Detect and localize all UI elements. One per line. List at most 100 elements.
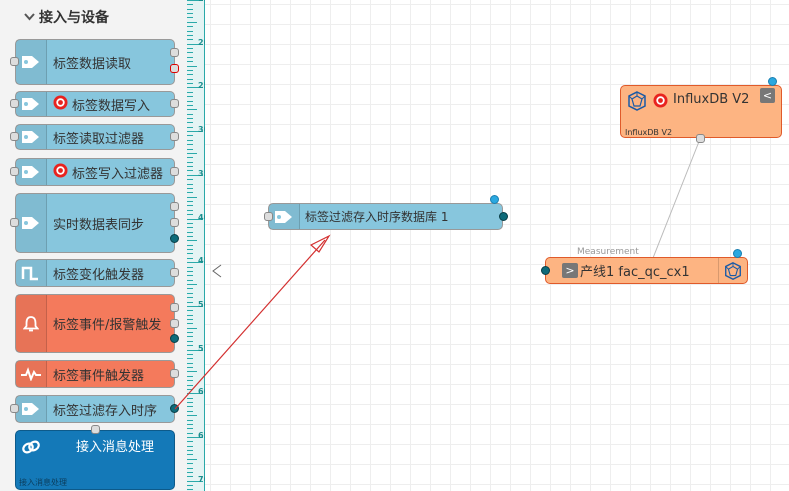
flow-node-measurement[interactable]: > 产线1 fac_qc_cx1 [545,257,748,284]
palette-node-tag-write[interactable]: 标签数据写入 [15,91,175,117]
ruler-minor-tick [187,292,193,294]
output-port[interactable] [170,218,179,227]
collapse-button[interactable]: < [760,88,775,103]
ruler-minor-tick [187,8,193,10]
changed-status-dot [733,249,742,258]
status-target-icon [653,93,668,112]
tag-icon [16,159,47,185]
palette-node-tag-event-trigger[interactable]: 标签事件触发器 [15,360,175,388]
flow-workspace[interactable]: 标签过滤存入时序数据库 1 InfluxDB V2 < InfluxDB V2 … [205,0,789,491]
ruler-minor-tick [187,122,193,124]
ruler-minor-tick [187,61,193,63]
input-port[interactable] [10,57,19,66]
ruler-minor-tick [187,310,193,312]
output-port-connected[interactable] [499,212,508,221]
input-port[interactable] [10,99,19,108]
output-port-connected[interactable] [170,234,179,243]
palette-node-tag-filter-timeseries[interactable]: 标签过滤存入时序 [15,395,175,423]
palette-node-tag-change-trigger[interactable]: 标签变化触发器 [15,259,175,287]
palette-node-tag-alarm-trigger[interactable]: 标签事件/报警触发 [15,294,175,353]
flow-node-tag-filter-timeseries[interactable]: 标签过滤存入时序数据库 1 [268,203,503,230]
output-port[interactable] [170,99,179,108]
output-port[interactable] [170,202,179,211]
ruler-minor-tick [187,423,193,425]
input-port[interactable] [10,218,19,227]
ruler-minor-tick [187,454,193,456]
ruler-minor-tick [187,161,193,163]
output-port-connected[interactable] [170,404,179,413]
palette-category-header[interactable]: 接入与设备 [0,0,187,34]
bell-icon [16,295,47,352]
tag-icon [16,40,47,84]
ruler-minor-tick [187,69,193,71]
palette-node-tag-read[interactable]: 标签数据读取 [15,39,175,85]
flow-node-influxdb[interactable]: InfluxDB V2 < InfluxDB V2 [620,85,782,138]
output-port[interactable] [170,319,179,328]
palette-sidebar: 接入与设备 标签数据读取 标签数据写入 标签读取过滤器 [0,0,188,491]
flow-node-label: 标签过滤存入时序数据库 1 [305,210,449,224]
changed-status-dot [490,195,499,204]
vertical-ruler: 150200250300350400450500550600650700 [187,0,215,491]
wire-influx-measurement [652,138,701,259]
ruler-minor-tick [187,336,193,338]
ruler-minor-tick [187,117,193,119]
ruler-minor-tick [187,231,193,233]
palette-node-tag-write-filter[interactable]: 标签写入过滤器 [15,158,175,186]
ruler-minor-tick [187,284,197,286]
ruler-minor-tick [187,301,193,303]
expand-button[interactable]: > [562,263,578,278]
changed-status-dot [768,77,777,86]
ruler-minor-tick [187,388,193,390]
ruler-minor-tick [187,209,193,211]
flow-node-sublabel: InfluxDB V2 [625,128,673,137]
input-port[interactable] [696,134,705,143]
flow-node-label: 产线1 fac_qc_cx1 [580,265,690,280]
input-port-connected[interactable] [541,266,550,275]
ruler-minor-tick [187,56,193,58]
ruler-minor-tick [187,192,193,194]
ruler-minor-tick [187,201,193,203]
input-port[interactable] [10,132,19,141]
ruler-minor-tick [187,235,193,237]
ruler-minor-tick [187,148,193,150]
wires-layer [652,138,701,259]
ruler-major-tick [187,0,203,1]
output-port[interactable] [170,48,179,57]
ruler-minor-tick [187,196,197,198]
input-port[interactable] [10,404,19,413]
ruler-minor-tick [187,327,197,329]
input-port[interactable] [91,425,100,434]
ruler-minor-tick [187,21,197,23]
ruler-minor-tick [187,463,193,465]
input-port[interactable] [10,167,19,176]
ruler-minor-tick [187,367,193,369]
ruler-minor-tick [187,257,193,259]
output-port-connected[interactable] [170,334,179,343]
palette-node-sublabel: 接入消息处理 [19,478,67,487]
palette-node-realtime-sync[interactable]: 实时数据表同步 [15,193,175,253]
ruler-minor-tick [187,144,193,146]
output-port[interactable] [170,268,179,277]
palette-node-message-handler[interactable]: 接入消息处理 接入消息处理 [15,430,175,490]
ruler-minor-tick [187,104,193,106]
influxdb-logo-icon [718,258,747,283]
tag-icon [16,194,47,252]
ruler-minor-tick [187,397,193,399]
output-port[interactable] [170,167,179,176]
error-output-port[interactable] [170,64,179,73]
ruler-minor-tick [187,205,193,207]
ruler-minor-tick [187,450,193,452]
ruler-minor-tick [187,91,193,93]
input-port[interactable] [264,212,273,221]
palette-category-title: 接入与设备 [39,10,109,26]
output-port[interactable] [170,303,179,312]
output-port[interactable] [170,369,179,378]
ruler-minor-tick [187,428,193,430]
output-port[interactable] [170,132,179,141]
status-target-icon [53,95,68,114]
chevron-down-icon [24,10,35,24]
palette-node-label: 标签数据读取 [53,56,132,72]
palette-node-label: 标签事件/报警触发 [53,318,162,333]
ruler-minor-tick [187,30,193,32]
palette-node-tag-read-filter[interactable]: 标签读取过滤器 [15,124,175,150]
